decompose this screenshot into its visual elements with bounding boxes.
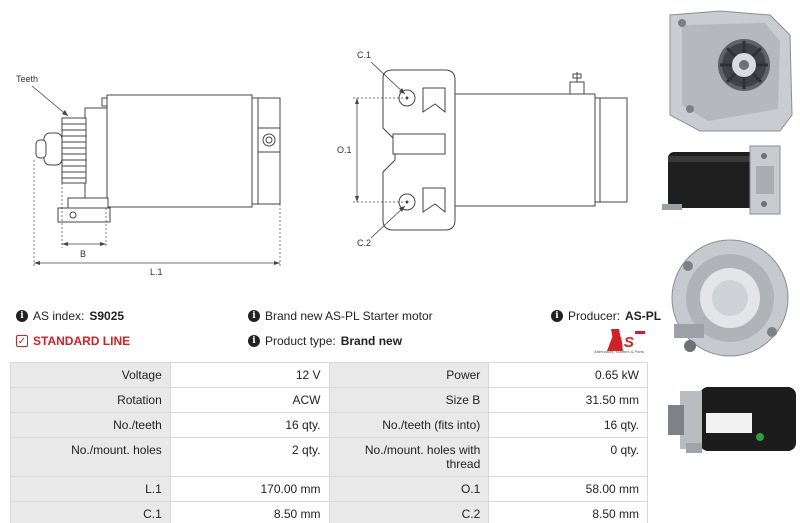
table-row: No./mount. holes 2 qty. No./mount. holes… bbox=[10, 437, 648, 477]
product-type-value: Brand new bbox=[340, 334, 403, 348]
spec-value: 0.65 kW bbox=[488, 362, 648, 388]
table-row: Voltage 12 V Power 0.65 kW bbox=[10, 362, 648, 388]
producer-info: i Producer: AS-PL bbox=[551, 309, 661, 323]
starter-side-view-drawing: Teeth B L.1 bbox=[16, 74, 281, 277]
standard-line-badge: ✓ STANDARD LINE bbox=[16, 334, 130, 348]
as-pl-logo: AS bbox=[607, 329, 645, 351]
spec-label: L.1 bbox=[10, 476, 171, 502]
spec-value: 58.00 mm bbox=[488, 476, 648, 502]
spec-label: C.1 bbox=[10, 501, 171, 523]
starter-front-view-drawing: O.1 C.1 C.2 bbox=[337, 50, 628, 248]
dimension-o1-label: O.1 bbox=[337, 145, 352, 155]
product-photo-side bbox=[660, 142, 800, 222]
spec-value: 16 qty. bbox=[169, 412, 330, 438]
info-icon: i bbox=[248, 310, 260, 322]
table-row: L.1 170.00 mm O.1 58.00 mm bbox=[10, 476, 648, 502]
spec-label: Power bbox=[328, 362, 490, 388]
spec-label: No./mount. holes with thread bbox=[328, 437, 490, 477]
spec-label: Rotation bbox=[10, 387, 171, 413]
spec-value: 12 V bbox=[169, 362, 330, 388]
producer-label: Producer: bbox=[568, 309, 621, 323]
as-index-label: AS index: bbox=[33, 309, 85, 323]
standard-line-label: STANDARD LINE bbox=[33, 334, 131, 348]
spec-value: 2 qty. bbox=[169, 437, 330, 477]
spec-label: No./mount. holes bbox=[10, 437, 171, 477]
producer-value: AS-PL bbox=[625, 309, 662, 323]
spec-value: 170.00 mm bbox=[169, 476, 330, 502]
product-description: i Brand new AS-PL Starter motor bbox=[248, 309, 433, 323]
teeth-label: Teeth bbox=[16, 74, 38, 84]
description-text: Brand new AS-PL Starter motor bbox=[265, 309, 433, 323]
dimension-b-label: B bbox=[80, 249, 86, 259]
product-photo-rear bbox=[660, 228, 800, 368]
specifications-table: Voltage 12 V Power 0.65 kW Rotation ACW … bbox=[10, 362, 648, 523]
as-index-value: S9025 bbox=[89, 309, 125, 323]
spec-label: O.1 bbox=[328, 476, 490, 502]
logo-text: AS bbox=[612, 334, 634, 351]
product-type-label: Product type: bbox=[265, 334, 336, 348]
spec-label: C.2 bbox=[328, 501, 490, 523]
spec-label: Size B bbox=[328, 387, 490, 413]
spec-value: 16 qty. bbox=[488, 412, 648, 438]
info-icon: i bbox=[248, 335, 260, 347]
product-type-info: i Product type: Brand new bbox=[248, 334, 402, 348]
as-index-info: i AS index: S9025 bbox=[16, 309, 124, 323]
spec-label: No./teeth bbox=[10, 412, 171, 438]
product-photo-body bbox=[660, 375, 800, 465]
info-icon: i bbox=[16, 310, 28, 322]
spec-value: 8.50 mm bbox=[488, 501, 648, 523]
checkbox-checked-icon: ✓ bbox=[16, 335, 28, 347]
dimension-c2-label: C.2 bbox=[357, 238, 371, 248]
table-row: C.1 8.50 mm C.2 8.50 mm bbox=[10, 501, 648, 523]
spec-value: 8.50 mm bbox=[169, 501, 330, 523]
table-row: No./teeth 16 qty. No./teeth (fits into) … bbox=[10, 412, 648, 438]
logo-tagline: Alternators, Starters & Parts bbox=[594, 349, 644, 354]
spec-label: Voltage bbox=[10, 362, 171, 388]
dimension-l1-label: L.1 bbox=[150, 267, 163, 277]
spec-label: No./teeth (fits into) bbox=[328, 412, 490, 438]
info-icon: i bbox=[551, 310, 563, 322]
spec-value: ACW bbox=[169, 387, 330, 413]
dimension-c1-label: C.1 bbox=[357, 50, 371, 60]
spec-value: 31.50 mm bbox=[488, 387, 648, 413]
table-row: Rotation ACW Size B 31.50 mm bbox=[10, 387, 648, 413]
spec-value: 0 qty. bbox=[488, 437, 648, 477]
product-photo-front bbox=[660, 5, 800, 137]
